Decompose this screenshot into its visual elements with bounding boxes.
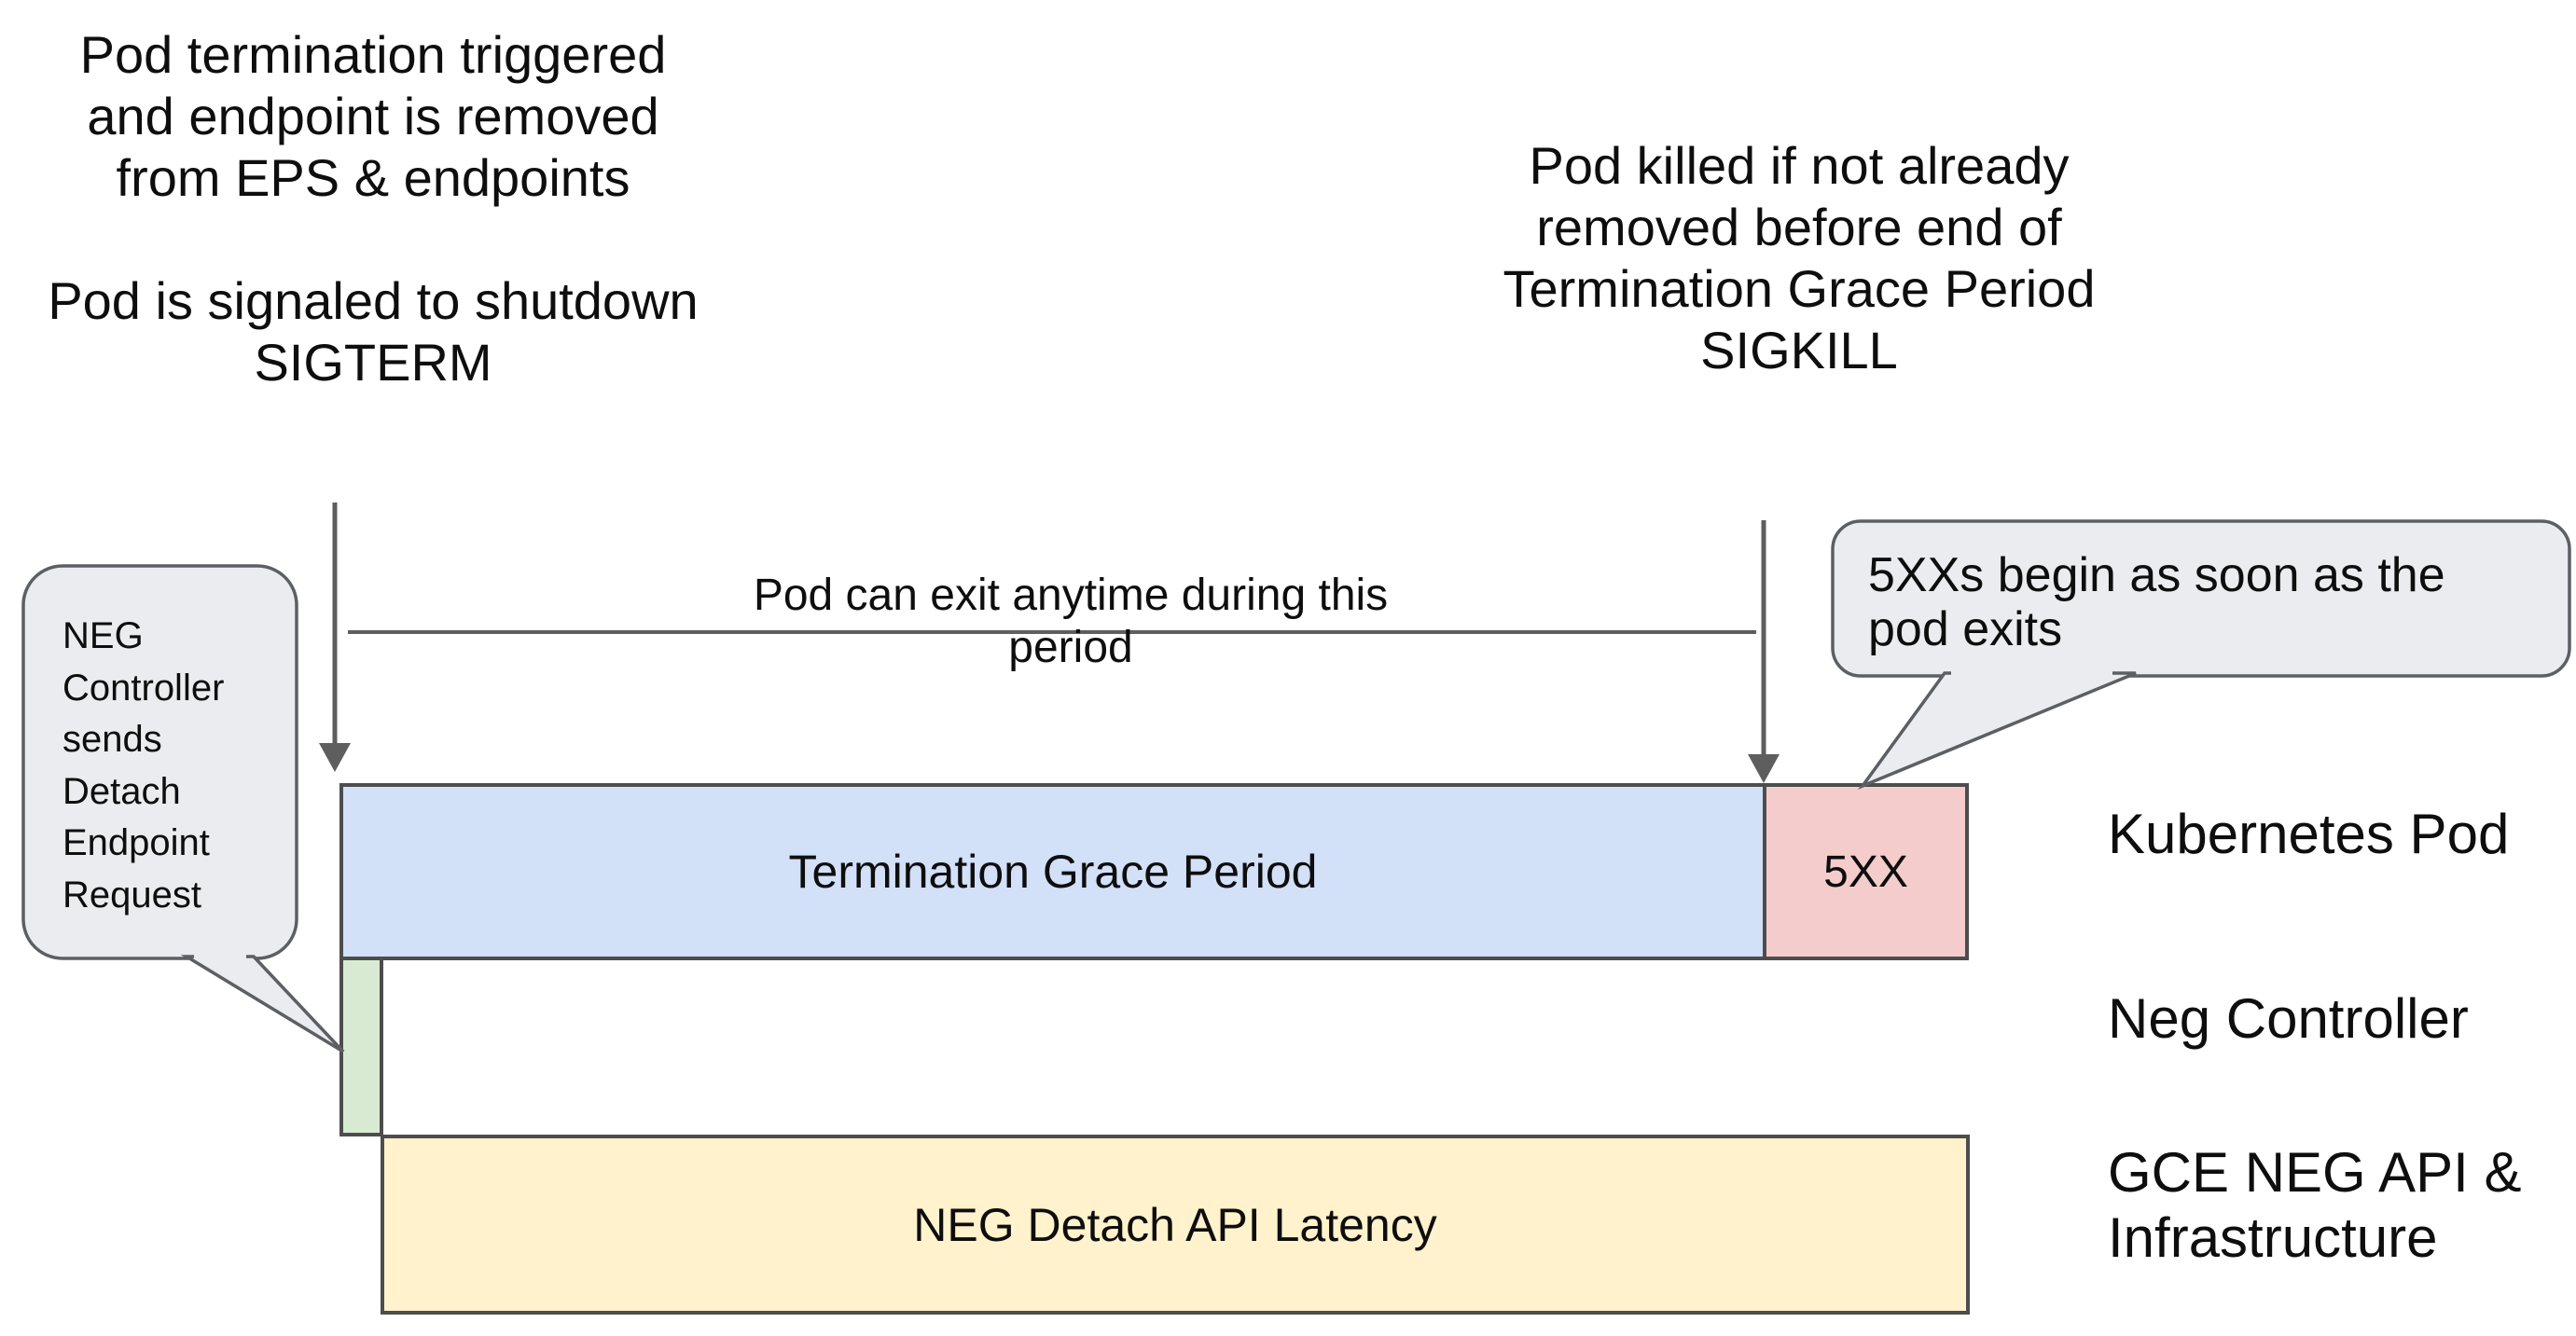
termination-grace-period-label: Termination Grace Period <box>788 846 1318 898</box>
neg-detach-api-latency-label: NEG Detach API Latency <box>913 1198 1437 1251</box>
lane-label-kubernetes-pod: Kubernetes Pod <box>2108 803 2510 865</box>
annotation-pod-killed-sigkill: Pod killed if not already removed before… <box>1503 136 2096 379</box>
right-callout-text: 5XXs begin as soon as the pod exits <box>1868 548 2445 656</box>
left-callout-tail <box>180 955 345 1054</box>
lane-label-gce-neg-api: GCE NEG API & Infrastructure <box>2108 1141 2522 1269</box>
neg-detach-api-latency-bar <box>381 1135 1970 1315</box>
kubernetes-pod-lane <box>339 783 1969 960</box>
annotation-pod-can-exit: Pod can exit anytime during this period <box>753 571 1389 672</box>
right-callout-tail <box>1857 671 2137 790</box>
sigkill-arrow-icon <box>1748 520 1780 783</box>
neg-controller-detach-bar <box>339 957 383 1136</box>
5xx-error-bar <box>1763 783 1969 960</box>
left-callout-bubble <box>21 564 345 1054</box>
right-callout-bubble <box>1831 519 2571 790</box>
sigterm-arrow-icon <box>319 503 351 772</box>
annotation-pod-signaled-sigterm: Pod is signaled to shutdown SIGTERM <box>48 271 699 392</box>
lane-label-neg-controller: Neg Controller <box>2108 987 2469 1050</box>
annotation-pod-termination-triggered: Pod termination triggered and endpoint i… <box>79 25 667 207</box>
termination-grace-period-bar <box>339 783 1766 960</box>
left-callout-text: NEG Controller sends Detach Endpoint Req… <box>62 615 225 916</box>
5xx-label: 5XX <box>1823 847 1908 897</box>
